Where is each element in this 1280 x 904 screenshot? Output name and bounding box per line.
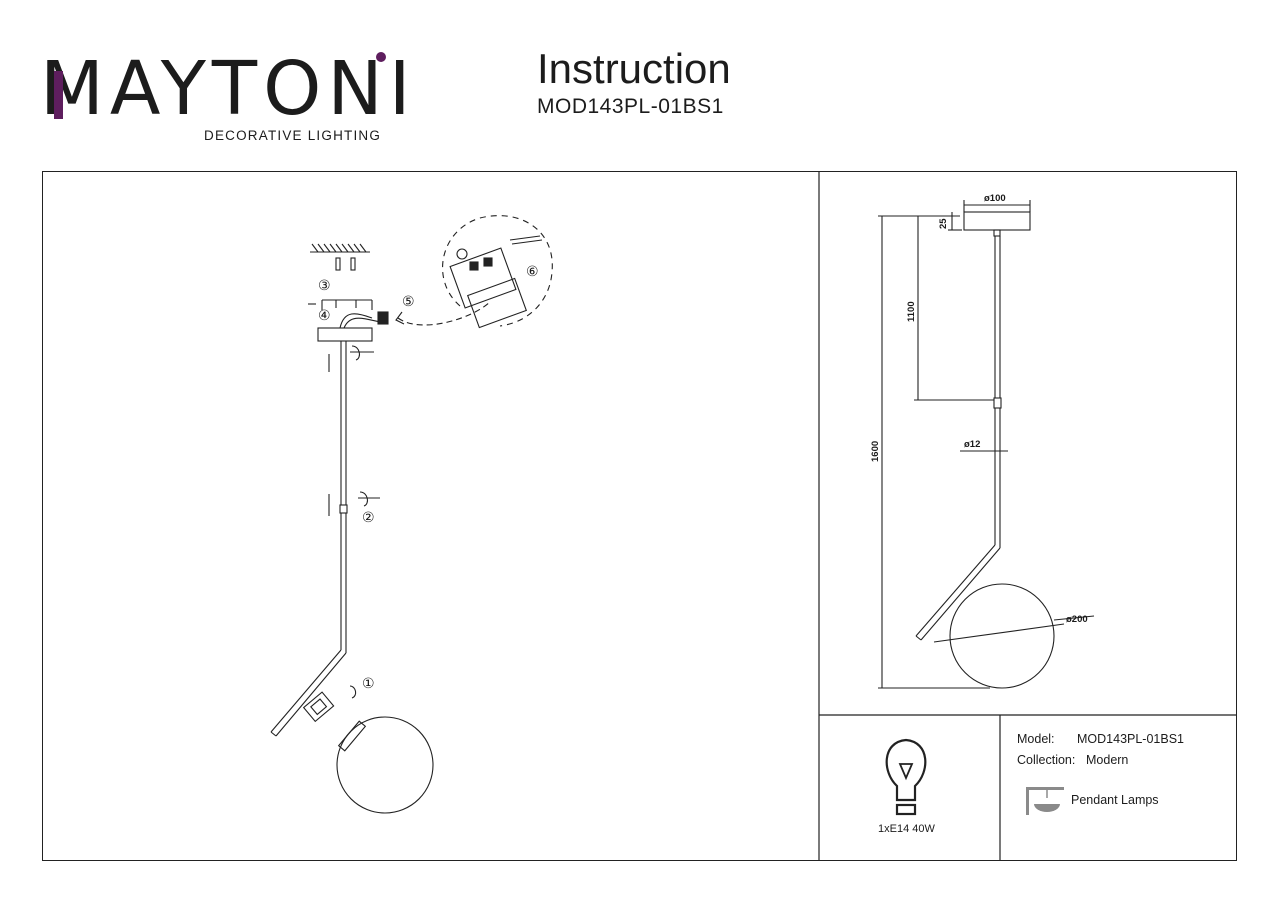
detail-terminal-box [449,235,543,329]
pendant-lamp-icon [1026,787,1064,815]
logo-accent-bar [54,71,63,119]
step-4-label: ④ [318,307,331,323]
collection-label: Collection: [1017,753,1076,767]
dim-canopy-diameter: ø100 [984,193,1006,204]
wall-anchor [335,257,341,271]
instruction-frame [42,171,1237,861]
lamp-socket [302,691,335,723]
glass-shade [336,716,434,814]
dim-canopy-height: 25 [938,218,949,229]
rotate-arrow [351,345,361,361]
step-2-label: ② [362,509,375,525]
rotate-arrow [349,685,357,699]
detail-callout [442,215,553,327]
step-1-label: ① [362,675,375,691]
arm [270,649,342,733]
dim-total-height: 1600 [870,441,881,462]
ceiling-hatch [310,243,370,253]
page-title: Instruction [537,45,731,92]
model-code: MOD143PL-01BS1 [537,95,724,118]
terminal-block [377,311,389,325]
dim-shade-diameter: ø200 [1066,614,1088,625]
step-6-label: ⑥ [526,263,539,279]
collection-value: Modern [1086,753,1129,767]
dim-shade [949,583,1055,689]
brand-tagline: DECORATIVE LIGHTING [204,128,382,143]
dimension-drawing [878,200,1095,689]
dim-upper-length: 1100 [906,301,917,322]
dim-line-shade [933,623,1065,643]
brand-logo: MAYTONI [40,46,417,132]
dim-rod-diameter: ø12 [964,439,980,450]
logo-accent-dot [376,52,386,62]
rod-joint [339,504,348,514]
canopy [317,327,373,342]
dim-canopy [963,211,1031,231]
rotate-arrow [359,491,369,507]
shade-neck [337,720,367,752]
model-label: Model: [1017,732,1055,746]
type-label: Pendant Lamps [1071,793,1159,807]
wire [339,313,373,329]
mounting-bracket [308,299,373,310]
assembly-drawing [270,215,553,814]
bulb-spec: 1xE14 40W [878,823,935,835]
step-3-label: ③ [318,277,331,293]
wall-anchor [350,257,356,271]
arm [275,652,347,737]
wire [343,317,381,329]
step-5-label: ⑤ [402,293,415,309]
bulb-icon [885,738,927,816]
model-value: MOD143PL-01BS1 [1077,732,1185,746]
